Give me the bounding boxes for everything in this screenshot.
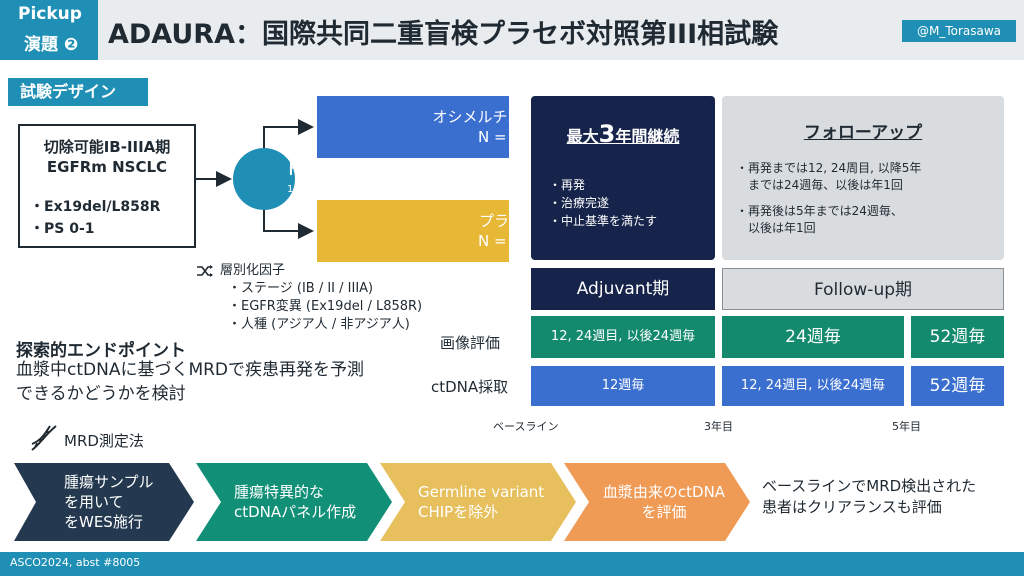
arm-osimertinib: オシメルチニブ 80mg N = 339 [317, 96, 586, 158]
mrd-step-line: Germline variant [418, 483, 545, 501]
source-citation: ASCO2024, abst #8005 [10, 556, 141, 569]
row-label-ctdna: ctDNA採取 [431, 378, 509, 396]
followup-item2-line2: 以後は年1回 [748, 221, 816, 235]
exploratory-title: 探索的エンドポイント [16, 341, 186, 361]
patient-stage: 切除可能IB-IIIA期 [43, 138, 171, 156]
chevron-arrow-icon [380, 463, 576, 541]
imaging-late-schedule: 52週毎 [911, 316, 1004, 358]
mrd-step-panel: 腫瘍特異的な ctDNAパネル作成 [196, 463, 392, 541]
stop-criteria-list: ・再発 ・治療完遂 ・中止基準を満たす [549, 176, 657, 230]
timeline-baseline: ベースライン [493, 420, 559, 433]
followup-item1-line2: までは24週毎、以後は年1回 [748, 178, 903, 192]
chevron-arrow-icon [564, 463, 750, 541]
mrd-method-label: MRD測定法 [64, 432, 144, 450]
mrd-step-evaluate: 血漿由来のctDNA を評価 [564, 463, 750, 541]
mrd-step-line: 腫瘍特異的な [234, 483, 325, 501]
arrow-to-placebo [263, 210, 314, 239]
timeline-year5: 5年目 [892, 420, 921, 433]
mrd-step-panel-text: 腫瘍特異的な ctDNAパネル作成 [234, 463, 356, 541]
ctdna-adjuvant-schedule: 12週毎 [531, 366, 715, 406]
section-label-design: 試験デザイン [8, 78, 148, 106]
randomization-letter: R [288, 156, 302, 180]
exploratory-description: 血漿中ctDNAに基づくMRDで疾患再発を予測 できるかどうかを検討 [16, 358, 364, 406]
mrd-step-exclude: Germline variant CHIPを除外 [380, 463, 576, 541]
arm-placebo: プラセボ N = 343 [317, 200, 540, 262]
chevron-arrow-icon [14, 463, 194, 541]
duration-title-pre: 最大 [566, 127, 599, 146]
arrow-to-osimertinib [263, 119, 314, 148]
mrd-step-wes: 腫瘍サンプル を用いて をWES施行 [14, 463, 194, 541]
patient-criterion-ps: ・PS 0-1 [30, 221, 95, 237]
chevron-arrow-icon [196, 463, 392, 541]
phase-followup: Follow-up期 [722, 268, 1004, 310]
shuffle-icon [197, 265, 213, 277]
stratification-title: 層別化因子 [220, 263, 286, 278]
arm-placebo-name: プラセボ [478, 212, 539, 230]
exploratory-line2: できるかどうかを検討 [16, 384, 186, 404]
imaging-followup-schedule: 24週毎 [722, 316, 904, 358]
presentation-number: 演題 ❷ [24, 35, 79, 55]
followup-item1-line1: ・再発までは12, 24周目, 以降5年 [736, 161, 922, 175]
duration-title-number: 3 [598, 120, 616, 148]
list-item: ・再発 [549, 178, 586, 192]
mrd-step-line: を評価 [641, 503, 687, 521]
imaging-adjuvant-schedule: 12, 24週目, 以後24週毎 [531, 316, 715, 358]
pickup-tab: Pickup 演題 ❷ [0, 0, 98, 60]
timeline-year3: 3年目 [704, 420, 733, 433]
list-item: ・中止基準を満たす [549, 214, 658, 228]
row-label-imaging: 画像評価 [440, 334, 501, 352]
phase-adjuvant: Adjuvant期 [531, 268, 715, 310]
followup-box: フォローアップ ・再発までは12, 24周目, 以降5年 までは24週毎、以後は… [722, 96, 1004, 260]
mrd-step-line: 腫瘍サンプル [64, 473, 154, 491]
mrd-step-line: 血漿由来のctDNA [602, 483, 726, 501]
footer-bar [0, 552, 1024, 576]
mrd-step-wes-text: 腫瘍サンプル を用いて をWES施行 [64, 463, 154, 541]
ctdna-late-schedule: 52週毎 [911, 366, 1004, 406]
randomization-circle: R 1:1 [233, 148, 303, 210]
stratification-factors: 層別化因子 ・ステージ (IB / II / IIIA) ・EGFR変異 (Ex… [196, 262, 422, 334]
ctdna-followup-schedule: 12, 24週目, 以後24週毎 [722, 366, 904, 406]
randomization-ratio: 1:1 [286, 184, 304, 195]
list-item: ・治療完遂 [549, 196, 610, 210]
patient-criteria-box: 切除可能IB-IIIA期 EGFRm NSCLC ・Ex19del/L858R … [18, 124, 196, 248]
mrd-step-line: CHIPを除外 [418, 503, 499, 521]
followup-item2-line1: ・再発後は5年までは24週毎、 [736, 204, 903, 218]
followup-title: フォローアップ [803, 123, 923, 143]
list-item: ・EGFR変異 (Ex19del / L858R) [228, 299, 423, 314]
duration-title-post: 年間継続 [615, 127, 680, 146]
mrd-step-exclude-text: Germline variant CHIPを除外 [418, 463, 544, 541]
mrd-step-evaluate-text: 血漿由来のctDNA を評価 [594, 463, 734, 541]
list-item: ・人種 (アジア人 / 非アジア人) [228, 317, 410, 332]
list-item: ・ステージ (IB / II / IIIA) [228, 281, 374, 296]
patient-disease: EGFRm NSCLC [46, 158, 168, 176]
mrd-step-line: ctDNAパネル作成 [234, 503, 357, 521]
exploratory-line1: 血漿中ctDNAに基づくMRDで疾患再発を予測 [16, 360, 365, 380]
dna-icon [31, 425, 57, 451]
header-bar [0, 0, 1024, 60]
arm-placebo-n: N = 343 [478, 232, 540, 250]
patient-criterion-mutation: ・Ex19del/L858R [30, 199, 161, 215]
treatment-duration-box: 最大3年間継続 ・再発 ・治療完遂 ・中止基準を満たす [531, 96, 715, 260]
mrd-final-line2: 患者はクリアランスも評価 [762, 498, 942, 516]
mrd-step-line: を用いて [64, 493, 124, 511]
mrd-clearance-note: ベースラインでMRD検出された 患者はクリアランスも評価 [762, 476, 976, 518]
author-handle: @M_Torasawa [902, 20, 1016, 42]
arm-osimertinib-n: N = 339 [478, 128, 540, 146]
pickup-label: Pickup [18, 4, 82, 24]
page-title: ADAURA：国際共同二重盲検プラセボ対照第III相試験 [108, 19, 779, 50]
mrd-step-line: をWES施行 [64, 513, 143, 531]
treatment-duration-title: 最大3年間継続 [531, 120, 715, 148]
stratification-header: 層別化因子 [196, 262, 422, 280]
mrd-final-line1: ベースラインでMRD検出された [762, 477, 977, 495]
